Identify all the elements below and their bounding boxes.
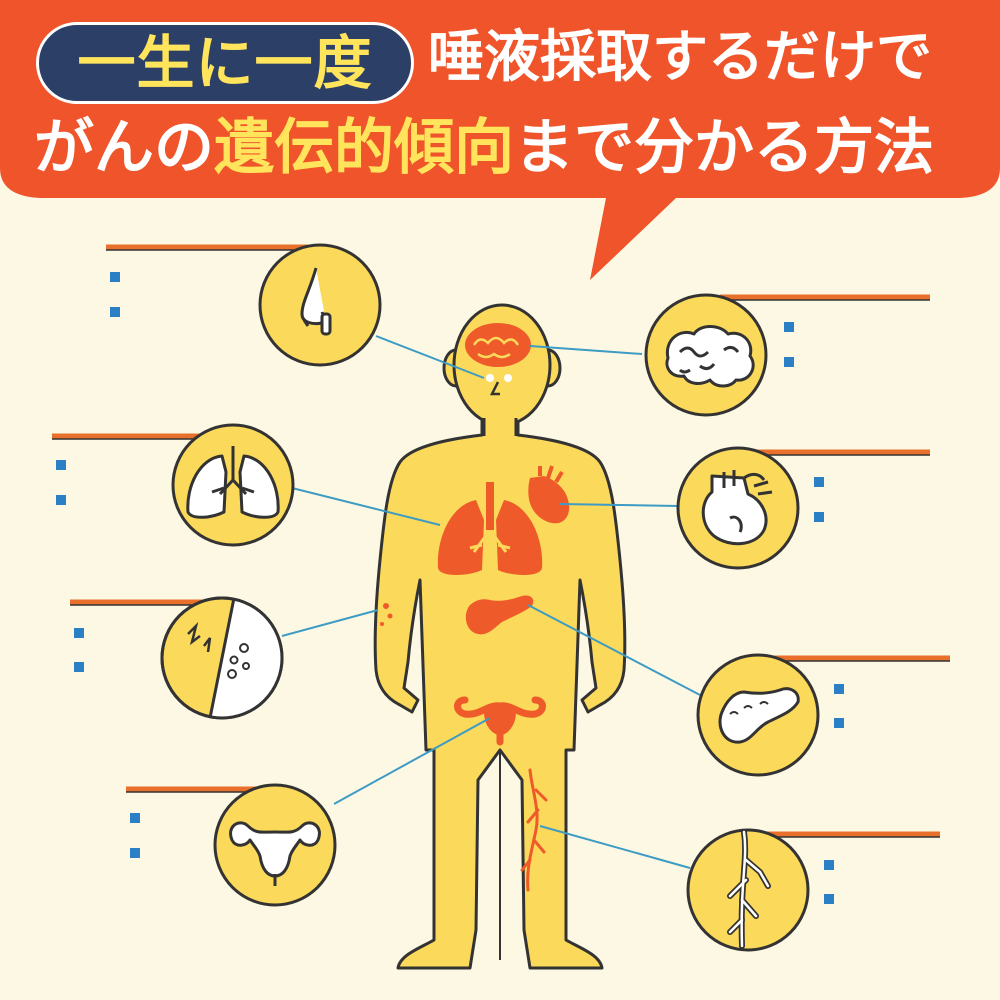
brain-organ [465, 323, 531, 367]
headline-line2: がんの遺伝的傾向まで分かる方法 [34, 118, 984, 178]
badge-text: 一生に一度 [77, 29, 373, 97]
bullet [814, 477, 824, 487]
headline-line2-part2: まで分かる方法 [514, 113, 934, 183]
pancreas-icon [718, 687, 800, 744]
headline-line2-part1: がんの [34, 113, 214, 183]
bullet [56, 460, 66, 470]
callout-nose [106, 243, 382, 367]
lungs-icon [186, 446, 280, 519]
connector-heart [559, 503, 679, 507]
connector-nose [375, 335, 485, 379]
connector-brain [529, 345, 643, 355]
bullet [824, 860, 834, 870]
callout-uterus [126, 783, 337, 907]
brain-icon [665, 325, 755, 388]
bullet [784, 322, 794, 332]
body-silhouette [373, 416, 627, 970]
pancreas-organ [465, 595, 534, 635]
headline-highlight: 遺伝的傾向 [214, 113, 514, 183]
callout-veins [686, 828, 940, 952]
leg-veins [520, 768, 548, 892]
badge: 一生に一度 [36, 22, 414, 104]
face [486, 374, 512, 396]
bullet [834, 718, 844, 728]
heart-icon [701, 470, 773, 546]
uterus-organ [454, 696, 546, 746]
bullet [130, 848, 140, 858]
callout-skin [70, 596, 284, 720]
connector-lines [281, 335, 701, 869]
callout-heart [676, 446, 930, 570]
human-body [373, 303, 627, 970]
skin-icon [187, 597, 282, 719]
connector-pancreas [527, 604, 701, 696]
connector-lungs [291, 487, 441, 526]
headline-line1: 唾液採取するだけで [428, 25, 932, 90]
bullet [110, 307, 120, 317]
uterus-icon [229, 821, 321, 886]
callout-brain [644, 293, 930, 417]
bullet [74, 628, 84, 638]
bullet [74, 662, 84, 672]
callout-pancreas [696, 653, 950, 777]
bullet [784, 357, 794, 367]
bullet [824, 894, 834, 904]
bullet [130, 813, 140, 823]
bullet [814, 512, 824, 522]
bullet [834, 684, 844, 694]
nose-icon [300, 267, 332, 336]
lungs-organ [437, 482, 543, 575]
callout-lungs [52, 423, 295, 547]
bullet [56, 495, 66, 505]
connector-veins [539, 825, 691, 869]
skin-spots [380, 603, 393, 626]
bullet [110, 272, 120, 282]
connector-uterus [333, 717, 491, 805]
heart-organ [528, 465, 570, 524]
connector-skin [281, 609, 379, 637]
